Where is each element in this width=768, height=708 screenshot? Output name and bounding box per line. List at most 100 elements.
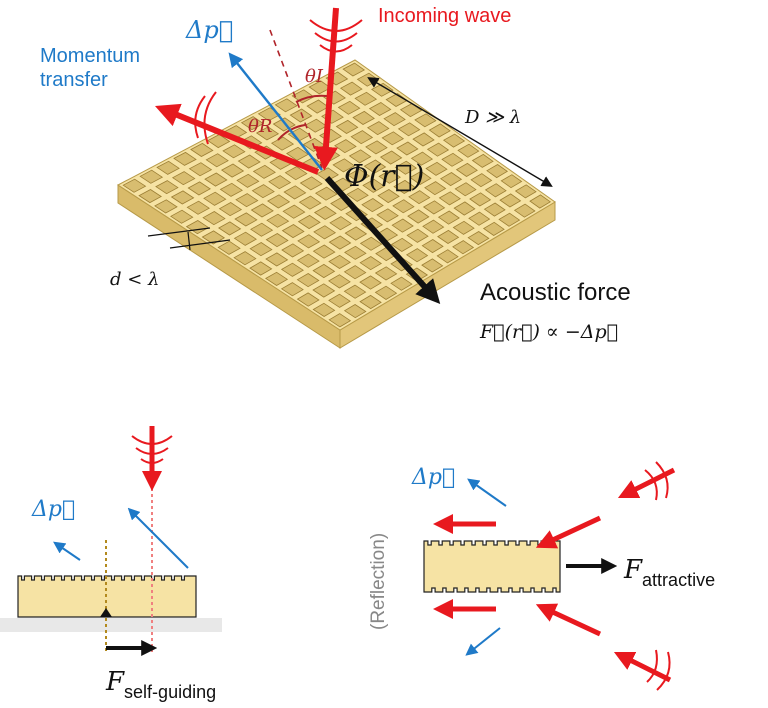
reflected-wave-arrow (154, 103, 320, 175)
unit-cell (188, 162, 213, 177)
unit-cell (220, 163, 245, 178)
unit-cell (280, 262, 304, 277)
unit-cell (374, 285, 398, 300)
unit-cell (390, 276, 413, 291)
self-guiding-panel (0, 426, 222, 656)
momentum-arrow-lower (465, 627, 501, 656)
unit-cell (343, 284, 367, 299)
unit-cell (265, 233, 289, 248)
momentum-arrow-small (53, 541, 81, 561)
unit-cell (498, 212, 521, 227)
plate-size-label: D ≫ λ (464, 107, 521, 128)
incoming-arrow-lower-short (535, 603, 602, 637)
unit-cell (252, 164, 276, 179)
unit-cell (377, 189, 400, 204)
unit-cell (334, 139, 357, 154)
unit-cell (236, 173, 260, 188)
unit-cell (201, 230, 226, 245)
unit-cell (250, 203, 274, 218)
incoming-wave (309, 7, 363, 171)
unit-cell (250, 222, 274, 237)
unit-cell (452, 240, 475, 255)
unit-cell (359, 256, 383, 271)
unit-cell (233, 251, 257, 266)
unit-cell (190, 142, 214, 157)
unit-cell (469, 192, 492, 207)
incoming-arrow-lower-long (613, 651, 672, 683)
unit-cell (205, 153, 229, 168)
unit-cell (467, 231, 490, 246)
unit-cell (202, 211, 226, 226)
unit-cell (283, 185, 307, 200)
unit-cell (405, 248, 429, 263)
unit-cell (233, 231, 257, 246)
plate-size-arrow (367, 77, 553, 187)
reflection-label: (Reflection) (368, 533, 389, 630)
unit-cell (513, 203, 536, 218)
unit-cell (421, 258, 444, 273)
momentum-transfer-arrow (228, 52, 323, 171)
unit-cell (155, 180, 179, 195)
unit-cell (406, 228, 429, 243)
cell-size-marker (147, 227, 231, 251)
unit-cell (296, 273, 320, 288)
unit-cell (346, 187, 369, 202)
unit-cell (265, 271, 289, 286)
incoming-wave-arrow (313, 7, 339, 171)
unit-cell (268, 175, 292, 190)
reflected-wave (154, 91, 320, 175)
attractive-force-label: Fattractive (623, 555, 715, 590)
unit-cell (171, 171, 196, 186)
unit-cell (407, 209, 430, 224)
unit-cell (282, 204, 306, 219)
unit-cell (374, 266, 398, 281)
unit-cell (297, 214, 321, 230)
unit-cell (187, 181, 211, 196)
unit-cell (482, 221, 505, 236)
unit-cell (255, 126, 280, 141)
unit-cell (170, 190, 195, 205)
unit-cell (296, 292, 320, 307)
pivot-marker (100, 608, 112, 617)
unit-cell (173, 151, 197, 166)
ground-surface (0, 618, 222, 632)
unit-cell (235, 193, 259, 208)
unit-cell (344, 226, 368, 241)
unit-cell (219, 182, 243, 197)
unit-cell (138, 189, 162, 204)
unit-cell (251, 184, 275, 199)
unit-cell (342, 62, 366, 77)
delta-p-label-top: Δp⃗ (185, 16, 233, 44)
unit-cell (314, 186, 338, 201)
unit-cell (328, 254, 351, 269)
unit-cell (222, 144, 246, 159)
unit-cell (281, 243, 305, 258)
unit-cell (267, 194, 291, 209)
unit-cell (234, 212, 258, 227)
unit-cell (499, 193, 522, 208)
unit-cell (312, 244, 336, 259)
unit-cell (332, 158, 356, 173)
unit-cell (296, 253, 320, 268)
unit-cell (337, 100, 361, 115)
unit-cell (390, 237, 414, 252)
unit-cell (359, 294, 382, 310)
momentum-arrow-upper (467, 478, 507, 507)
force-formula-label: F⃗(r⃗) ∝ −Δp⃗ (479, 321, 618, 343)
unit-cell (343, 265, 367, 280)
theta-i-label: θI (305, 66, 324, 87)
theta-r-label: θR (248, 116, 272, 137)
unit-cell (170, 209, 194, 224)
unit-cell (529, 194, 552, 209)
incoming-arrow-upper-long (617, 467, 676, 499)
unit-cell (289, 108, 313, 123)
unit-cell (154, 199, 178, 214)
metasurface-plate (117, 59, 556, 349)
unit-cell (218, 202, 243, 217)
unit-cell-grid (122, 62, 552, 328)
unit-cell (361, 198, 384, 213)
unit-cell (156, 160, 180, 175)
phase-profile-label: Φ(r⃗) (344, 159, 424, 194)
unit-cell (217, 240, 241, 255)
acoustic-force-label: Acoustic force (480, 279, 631, 306)
